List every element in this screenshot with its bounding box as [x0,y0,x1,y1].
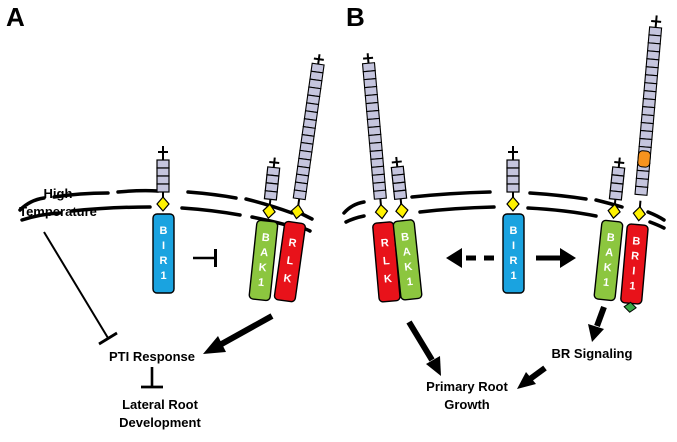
receptor-bak1-a: B A K 1 [248,157,281,302]
svg-text:R: R [160,255,168,267]
receptor-bak1-b-right: B A K 1 [593,157,626,302]
lrr-stack [263,157,281,207]
svg-text:R: R [380,237,389,250]
receptor-rlk-a: R L K [273,54,325,303]
svg-text:K: K [258,262,267,275]
svg-text:L: L [286,255,295,268]
bir1-label: B I R 1 [160,225,168,282]
svg-text:1: 1 [160,270,166,282]
svg-text:K: K [603,262,612,275]
svg-text:I: I [512,240,515,252]
rlk-label: R L K [380,237,392,286]
arrow-bri1-to-br [588,305,607,342]
bak1-label: B A K 1 [602,232,615,290]
lrr-stack-long [361,53,387,207]
receptor-bir1-b: B I R 1 [502,146,525,294]
label-lateral-1: Lateral Root [122,397,199,412]
membrane-b [342,190,666,230]
lrr-stack [390,156,408,206]
svg-text:L: L [382,255,390,268]
svg-text:I: I [162,240,165,252]
svg-text:B: B [160,225,168,237]
svg-text:B: B [606,232,615,245]
rlk-kinase-box [273,220,306,303]
label-lateral-2: Development [119,415,201,430]
lrr-segment [634,185,649,196]
svg-text:A: A [402,246,411,259]
arrow-br-to-primary [517,365,547,389]
receptor-bri1-b: B R I 1 [620,15,663,313]
label-high-temp-1: High [44,186,73,201]
bak1-label: B A K 1 [401,231,414,289]
bri1-label: B R I 1 [629,235,641,292]
panel-a-letter: A [6,2,25,32]
svg-text:I: I [632,265,636,277]
bir1-label: B I R 1 [510,225,518,282]
svg-text:A: A [260,247,269,260]
arrow-rlk-to-primary [406,320,441,376]
svg-text:1: 1 [629,280,636,292]
receptor-bak1-b-left: B A K 1 [390,156,423,301]
bak1-kinase-box [248,219,279,302]
label-primary-1: Primary Root [426,379,508,394]
lrr-stack [156,146,170,198]
lrr-segment [373,189,387,200]
svg-text:1: 1 [406,276,413,289]
label-br-signaling: BR Signaling [552,346,633,361]
lrr-segment [292,189,307,201]
bir1-kinase-box [152,213,175,294]
arrow-complex-to-pti [203,313,274,354]
inhibition-temp-pti [43,231,109,339]
lrr-stack [608,157,626,207]
receptor-bir1-a: B I R 1 [152,146,175,294]
svg-text:B: B [632,235,641,248]
label-primary-2: Growth [444,397,490,412]
svg-text:K: K [383,273,392,286]
svg-text:B: B [261,232,270,245]
svg-text:A: A [605,247,614,260]
lrr-stack-long [292,54,325,207]
svg-text:1: 1 [602,277,609,290]
svg-text:B: B [401,231,410,244]
label-high-temp-2: Temperature [19,204,97,219]
lrr-stack-long [634,15,663,209]
junction-diamond [156,196,170,212]
lrr-stack [506,146,520,198]
rlk-label: R L K [283,237,298,286]
dashed-arrow-bir1-to-left [446,248,494,268]
svg-text:R: R [288,237,298,250]
bak1-label: B A K 1 [257,232,270,290]
svg-text:R: R [510,255,518,267]
label-pti-response: PTI Response [109,349,195,364]
svg-text:1: 1 [510,270,516,282]
arrow-bir1-to-right [536,248,576,268]
svg-text:1: 1 [257,277,264,290]
panel-b-letter: B [346,2,365,32]
svg-text:K: K [404,261,413,274]
svg-text:K: K [283,272,293,285]
bri1-tail-tip [623,301,637,313]
receptor-rlk-b: R L K [361,53,401,303]
svg-text:R: R [631,250,640,263]
island-domain [637,150,651,168]
svg-text:B: B [510,225,518,237]
